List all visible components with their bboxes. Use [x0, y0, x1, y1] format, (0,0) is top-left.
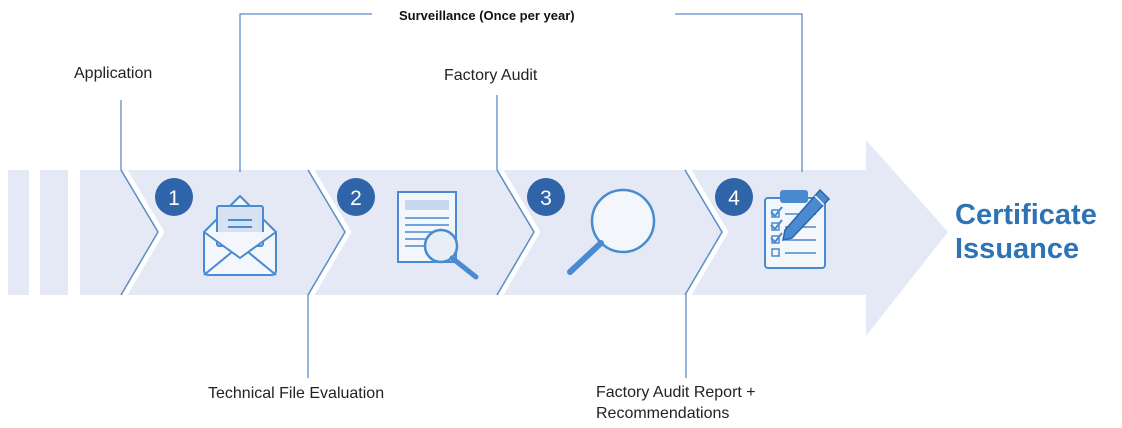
step-number-4: 4 [728, 187, 740, 210]
document-search-icon [397, 191, 479, 280]
factory-audit-report-label-line2: Recommendations [596, 405, 730, 422]
arrow-stripe [40, 170, 68, 295]
clipboard-checklist-icon [764, 188, 831, 269]
step-badge-2: 2 [337, 178, 375, 216]
step-badge-3: 3 [527, 178, 565, 216]
step-badge-1: 1 [155, 178, 193, 216]
certificate-issuance-line1: Certificate [955, 199, 1097, 231]
connector-lines [120, 13, 803, 378]
factory-audit-label: Factory Audit [444, 67, 538, 84]
surveillance-bracket [239, 13, 372, 172]
surveillance-bracket [675, 13, 803, 172]
factory-audit-report-label-line1: Factory Audit Report + [596, 384, 756, 401]
envelope-icon [203, 195, 277, 276]
application-label: Application [74, 65, 153, 82]
surveillance-label: Surveillance (Once per year) [399, 8, 575, 23]
step-number-3: 3 [540, 187, 552, 210]
magnifier-icon [567, 188, 656, 275]
chevron-separators [120, 168, 729, 297]
technical-file-evaluation-label: Technical File Evaluation [208, 385, 385, 402]
step-number-2: 2 [350, 187, 362, 210]
certificate-issuance-label: Certificate Issuance [955, 198, 1097, 266]
step-badge-4: 4 [715, 178, 753, 216]
step-number-1: 1 [168, 187, 180, 210]
pencil-icon [782, 188, 831, 241]
arrow-stripe [8, 170, 29, 295]
certificate-issuance-line2: Issuance [955, 233, 1080, 265]
